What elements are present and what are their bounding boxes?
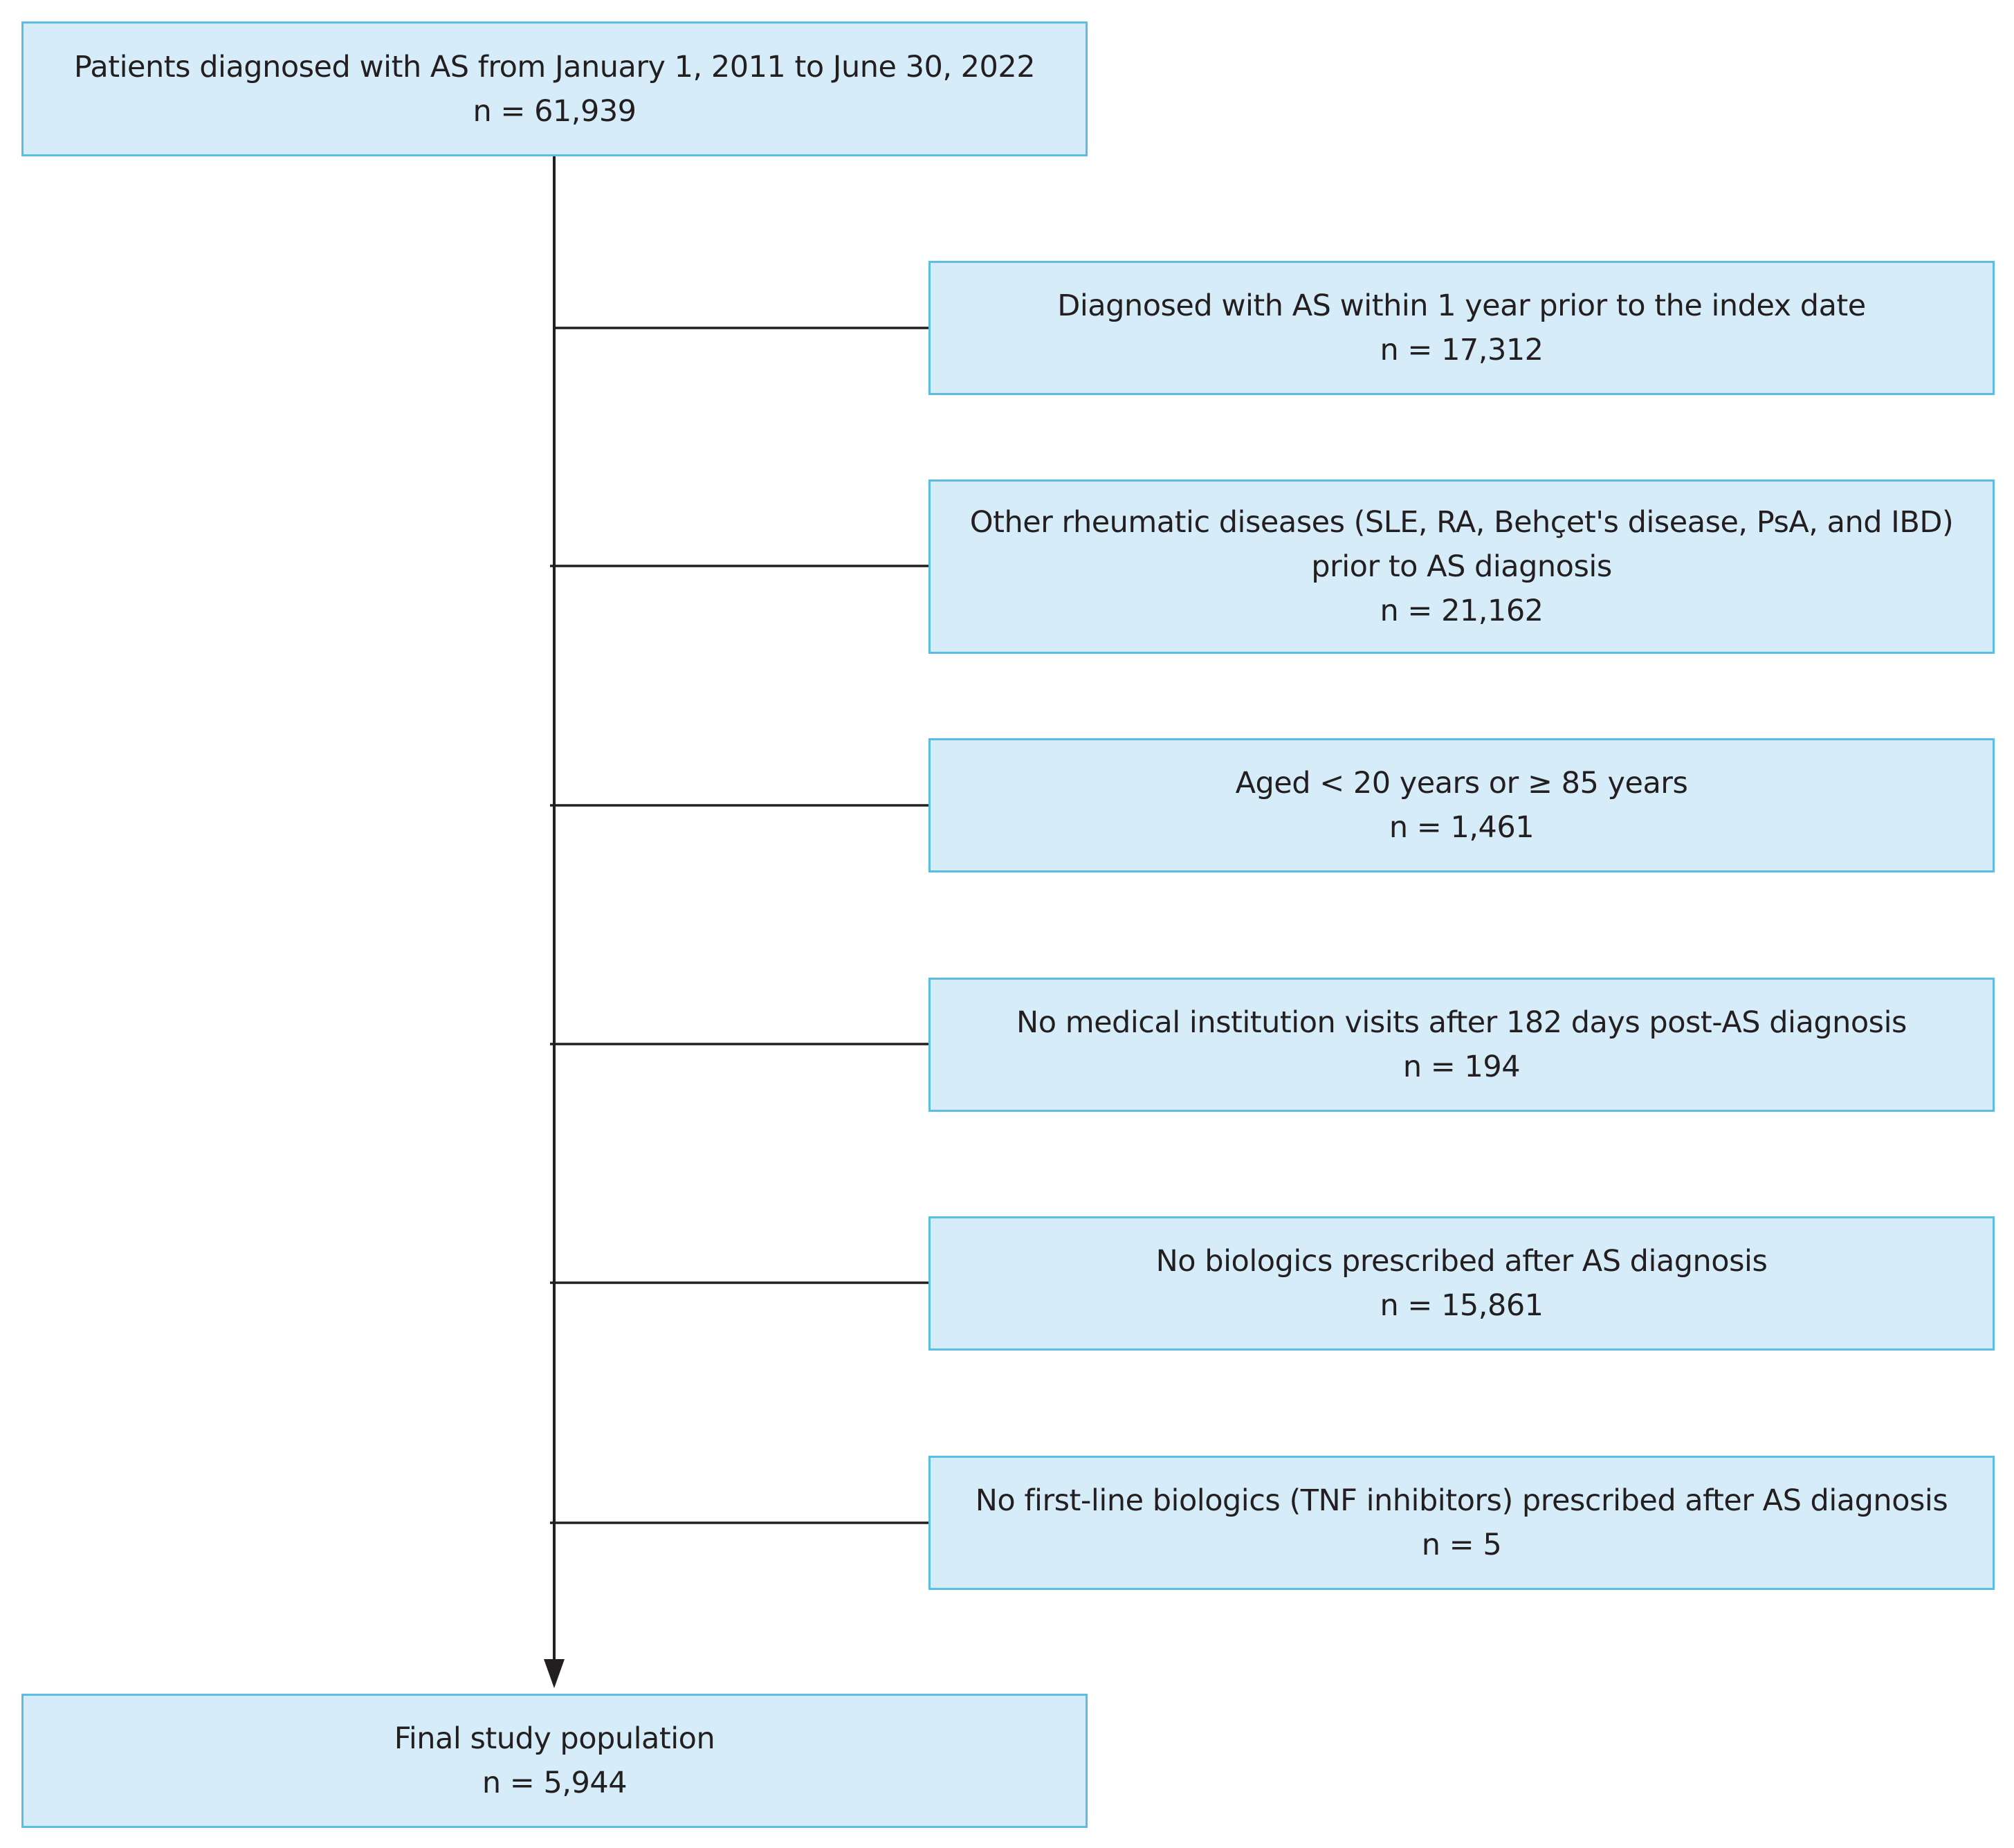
- start-population-label: Patients diagnosed with AS from January …: [73, 49, 1036, 84]
- exclusion-box-no-biologics: No biologics prescribed after AS diagnos…: [928, 1216, 1995, 1351]
- exclusion-count: n = 5: [1421, 1528, 1502, 1562]
- exclusion-box-age: Aged < 20 years or ≥ 85 years n = 1,461: [928, 738, 1995, 872]
- exclusion-label: No biologics prescribed after AS diagnos…: [1155, 1244, 1768, 1279]
- exclusion-count: n = 194: [1402, 1050, 1521, 1084]
- exclusion-box-prior-diagnosis: Diagnosed with AS within 1 year prior to…: [928, 261, 1995, 395]
- exclusion-box-other-rheumatic: Other rheumatic diseases (SLE, RA, Behçe…: [928, 479, 1995, 654]
- exclusion-label: Other rheumatic diseases (SLE, RA, Behçe…: [969, 505, 1954, 540]
- exclusion-label: Diagnosed with AS within 1 year prior to…: [1057, 289, 1866, 323]
- exclusion-count: n = 17,312: [1380, 333, 1544, 367]
- final-population-box: Final study population n = 5,944: [21, 1694, 1088, 1828]
- final-population-count: n = 5,944: [482, 1766, 628, 1800]
- exclusion-label: No medical institution visits after 182 …: [1016, 1005, 1907, 1040]
- exclusion-label-line-2: prior to AS diagnosis: [1311, 549, 1612, 584]
- exclusion-count: n = 1,461: [1389, 810, 1535, 845]
- exclusion-count: n = 21,162: [1380, 594, 1544, 628]
- main-flow-arrowhead: [544, 1659, 565, 1688]
- start-population-count: n = 61,939: [473, 93, 637, 129]
- final-population-label: Final study population: [394, 1721, 715, 1756]
- exclusion-label: No first-line biologics (TNF inhibitors)…: [975, 1483, 1948, 1518]
- exclusion-label: Aged < 20 years or ≥ 85 years: [1235, 766, 1688, 801]
- exclusion-count: n = 15,861: [1380, 1288, 1544, 1323]
- start-population-box: Patients diagnosed with AS from January …: [21, 21, 1088, 156]
- exclusion-box-no-visits: No medical institution visits after 182 …: [928, 978, 1995, 1112]
- exclusion-box-no-tnf-inhibitors: No first-line biologics (TNF inhibitors)…: [928, 1456, 1995, 1590]
